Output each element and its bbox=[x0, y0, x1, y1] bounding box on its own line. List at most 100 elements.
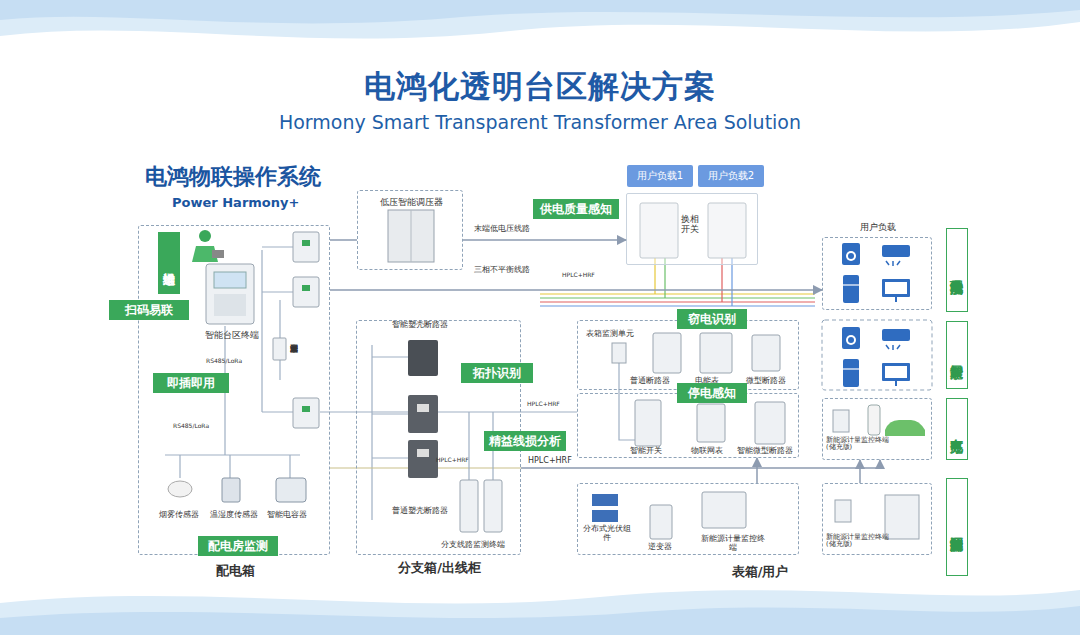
label-text: 智能塑壳断路器 bbox=[375, 320, 465, 329]
node-text: 用户负载1 bbox=[637, 169, 683, 183]
smart-mccb bbox=[408, 340, 438, 376]
breaker bbox=[293, 398, 319, 428]
capacitor bbox=[276, 478, 306, 502]
breakers bbox=[273, 232, 319, 428]
feature-tag: 精益线损分析 bbox=[484, 431, 566, 451]
electric-car bbox=[885, 420, 925, 436]
micro-breaker bbox=[752, 335, 780, 371]
feeder-wire bbox=[320, 411, 577, 412]
diagram-title: 电鸿化透明台区解决方案 bbox=[0, 66, 1080, 108]
connector-arrow bbox=[859, 460, 861, 483]
feature-tag: 有序充电 bbox=[946, 398, 968, 460]
feature-tag: 停电感知 bbox=[677, 383, 747, 403]
connector-arrow bbox=[330, 239, 357, 241]
feature-tag: 拓扑识别 bbox=[461, 363, 533, 383]
node-text: 精益线损分析 bbox=[489, 433, 561, 450]
smart-switch bbox=[635, 400, 661, 446]
nem-terminal bbox=[702, 492, 746, 528]
mccb-handle bbox=[417, 449, 429, 457]
terminal-panel bbox=[214, 294, 246, 316]
appliance-set bbox=[842, 243, 910, 303]
connector-arrow bbox=[330, 289, 822, 291]
node-text: 用户负载2 bbox=[708, 169, 754, 183]
label-text: HPLC+HRF bbox=[562, 272, 595, 279]
branch-terminal bbox=[460, 480, 478, 532]
worker-tool bbox=[212, 250, 224, 258]
iot-meter bbox=[697, 404, 725, 442]
feature-tag: 电能质量治理 bbox=[946, 228, 968, 312]
sensors bbox=[168, 478, 306, 502]
node-text: 即插即用 bbox=[167, 375, 215, 392]
handle bbox=[302, 240, 310, 246]
mccb bbox=[408, 440, 438, 478]
feature-tag: 新能源并网控制 bbox=[946, 478, 968, 576]
smart-micro-breaker bbox=[755, 402, 785, 444]
breaker bbox=[653, 333, 681, 373]
pv-panel bbox=[592, 494, 618, 506]
smoke-sensor bbox=[168, 481, 192, 497]
group-box: 新能源计量监控终端 (储充版) bbox=[822, 398, 932, 460]
node-text: 分支箱/出线柜 bbox=[357, 561, 522, 576]
label-text: 智能电容器 bbox=[258, 510, 316, 519]
label-text: HPLC+HRF bbox=[527, 401, 560, 408]
group-box: 新能源计量监控终端 (储充版) bbox=[822, 483, 932, 555]
phase-line bbox=[540, 258, 815, 306]
feature-tag: 扫码易联 bbox=[109, 300, 189, 320]
cabinet-seam bbox=[411, 210, 412, 262]
label-text: 表箱/用户 bbox=[715, 565, 805, 580]
feature-tag: 近场运维 bbox=[158, 232, 180, 294]
label-text: 普通塑壳断路器 bbox=[375, 506, 465, 515]
temp-sensor bbox=[222, 478, 240, 502]
terminal-device bbox=[206, 264, 254, 324]
connector-arrow bbox=[463, 239, 626, 241]
node-text: 扫码易联 bbox=[125, 302, 173, 319]
node-text: 智能开关 bbox=[616, 446, 676, 455]
feature-tag: 窃电识别 bbox=[677, 309, 747, 329]
rs485-wire bbox=[165, 326, 300, 478]
mccb-handle bbox=[417, 404, 429, 412]
label-text: 漏保智能监测单元 bbox=[289, 338, 298, 378]
label-text: Power Harmony+ bbox=[172, 196, 299, 211]
node-text: 新能源计量监控终端 (储充版) bbox=[826, 534, 896, 549]
wires bbox=[165, 247, 635, 520]
label-text: 分支线路监测终端 bbox=[428, 540, 518, 549]
breaker-handles bbox=[302, 240, 310, 412]
phase-lines bbox=[540, 258, 815, 306]
group-box: 分支箱/出线柜拓扑识别精益线损分析 bbox=[356, 320, 521, 555]
node-text: 供电质量感知 bbox=[540, 201, 612, 218]
edge-label: HPLC+HRF bbox=[528, 456, 572, 465]
handle bbox=[302, 285, 310, 291]
bottom-wave bbox=[0, 606, 1080, 635]
label-text: 温湿度传感器 bbox=[202, 510, 266, 519]
feature-tag: 供电质量感知 bbox=[533, 199, 619, 219]
feature-tag: 即插即用 bbox=[153, 373, 229, 393]
group-box: 用户负载1 bbox=[627, 165, 693, 187]
label-text: 烟雾传感器 bbox=[150, 510, 208, 519]
moulded-breakers bbox=[408, 340, 438, 478]
node-text: 停电感知 bbox=[688, 385, 736, 402]
edge-label: 末端低电压线路 bbox=[474, 224, 530, 233]
terminal-body bbox=[206, 264, 254, 324]
pv-panel bbox=[592, 510, 618, 522]
connector-arrow bbox=[521, 460, 880, 468]
node-text: 低压智能调压器 bbox=[358, 197, 464, 207]
branch-terminals bbox=[460, 480, 502, 532]
inverter bbox=[650, 505, 672, 539]
regulator-cabinet bbox=[388, 210, 434, 262]
worker-head bbox=[199, 230, 211, 242]
node-text: 配电箱 bbox=[139, 564, 331, 579]
label-text: RS485/LoRa bbox=[206, 358, 242, 365]
edge-label: 三相不平衡线路 bbox=[474, 265, 530, 274]
appliance-set bbox=[842, 327, 910, 387]
charging-art bbox=[833, 405, 925, 539]
mccb bbox=[408, 395, 438, 433]
group-box: 换相开关 bbox=[626, 193, 758, 265]
node-text: 新能源计量监控终端 bbox=[698, 534, 768, 552]
feature-tag: 配电房监测 bbox=[198, 536, 278, 556]
node-text: 物联网表 bbox=[682, 446, 732, 455]
node-text: 表箱监测单元 bbox=[586, 329, 656, 338]
label-text: RS485/LoRa bbox=[173, 423, 209, 430]
worker-icon bbox=[192, 230, 224, 262]
